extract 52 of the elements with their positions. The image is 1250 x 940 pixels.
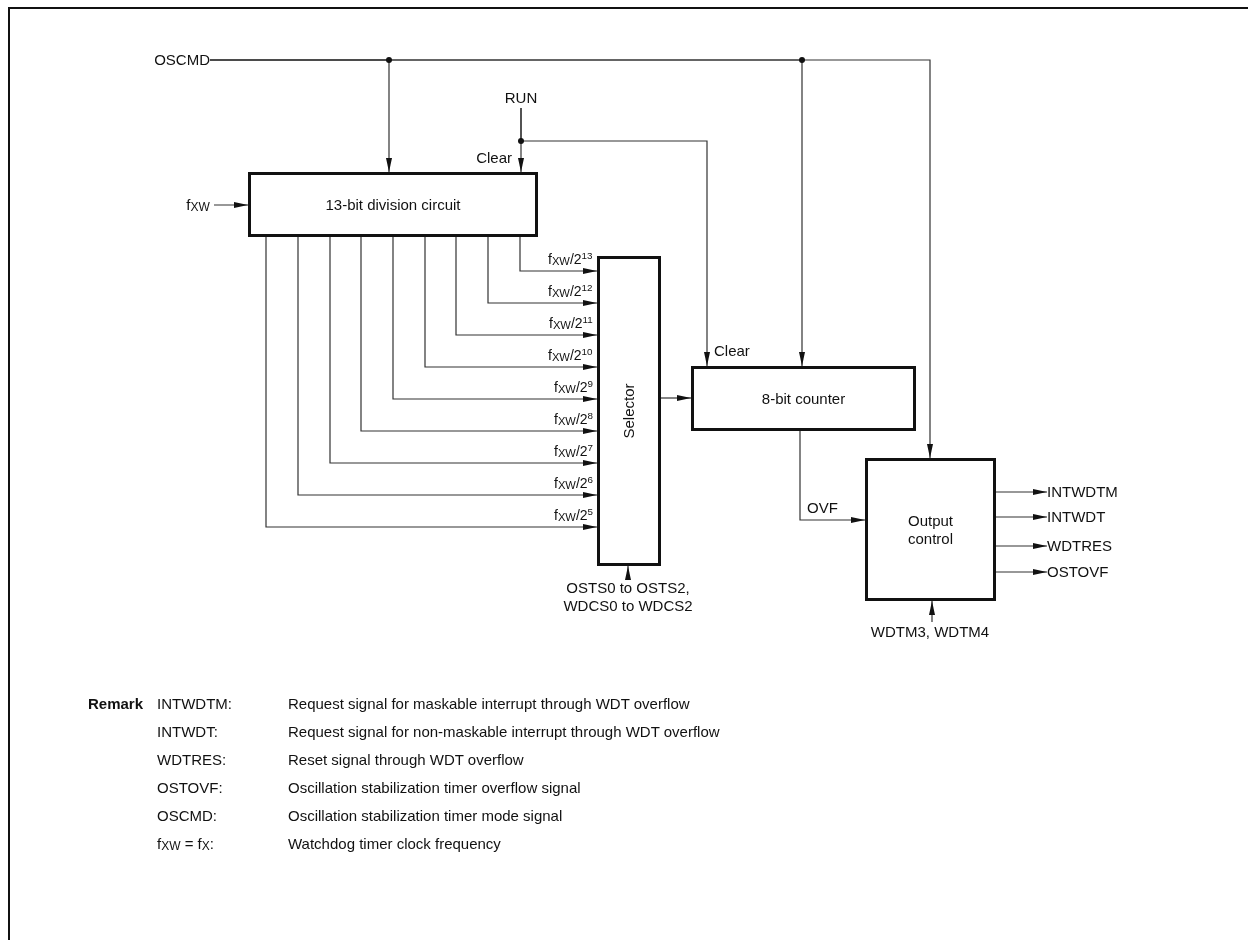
block-label: 13-bit division circuit <box>325 195 461 214</box>
process-box <box>865 458 996 601</box>
definition: Reset signal through WDT overflow <box>288 751 524 769</box>
signal-arrow <box>392 236 598 402</box>
signal-arrow <box>487 236 598 306</box>
definition: Watchdog timer clock frequency <box>288 835 501 853</box>
signal-arrow <box>209 59 933 459</box>
signal-label: OSTOVF <box>1047 563 1109 581</box>
signal-arrow <box>265 236 598 530</box>
signal-arrow <box>329 236 598 466</box>
process-box <box>248 172 538 237</box>
term: INTWDTM: <box>157 695 232 713</box>
term: f$_{XW}$ = f$_{X}$: <box>157 835 214 853</box>
signal-arrow <box>297 236 598 498</box>
signal-arrow <box>995 543 1048 549</box>
term: INTWDT: <box>157 723 218 741</box>
signal-arrow <box>995 489 1048 495</box>
signal-arrow <box>424 236 598 370</box>
signal-label: WDTRES <box>1047 537 1112 555</box>
pin-label: Clear <box>475 149 512 167</box>
signal-arrow <box>995 514 1048 520</box>
block-label: Selector <box>620 383 638 439</box>
term: WDTRES: <box>157 751 227 769</box>
block-label: Output control <box>907 511 954 548</box>
signal-arrow <box>455 236 598 338</box>
signal-arrow <box>929 600 935 623</box>
signal-arrow <box>213 202 249 208</box>
definition: Oscillation stabilization timer mode signal <box>288 807 563 825</box>
signal-arrow <box>519 236 598 274</box>
remark-heading: Remark <box>88 695 144 713</box>
signal-label: INTWDTM <box>1047 483 1118 501</box>
definition: Oscillation stabilization timer overflow signal <box>288 779 581 797</box>
signal-label: f$_{XW}$ <box>186 196 210 214</box>
block-label: 8-bit counter <box>761 389 846 408</box>
process-box <box>597 256 661 566</box>
signal-label: OSTS0 to OSTS2, WDCS0 to WDCS2 <box>562 579 694 615</box>
signal-arrow <box>660 395 692 401</box>
pin-label: Clear <box>714 342 750 360</box>
signal-label: INTWDT <box>1047 508 1106 526</box>
signal-arrow <box>360 236 598 434</box>
signal-arrow <box>995 569 1048 575</box>
term: OSTOVF: <box>157 779 223 797</box>
signal-label: OSCMD <box>154 51 210 69</box>
process-box <box>691 366 916 431</box>
definition: Request signal for maskable interrupt through WDT overflow <box>288 695 690 713</box>
definition: Request signal for non-maskable interrupt through WDT overflow <box>288 723 720 741</box>
signal-label: WDTM3, WDTM4 <box>870 623 990 641</box>
signal-arrow <box>520 107 710 367</box>
signal-label: RUN <box>504 89 538 107</box>
signal-arrow <box>625 565 631 580</box>
term: OSCMD: <box>157 807 217 825</box>
signal-arrow <box>799 430 866 523</box>
